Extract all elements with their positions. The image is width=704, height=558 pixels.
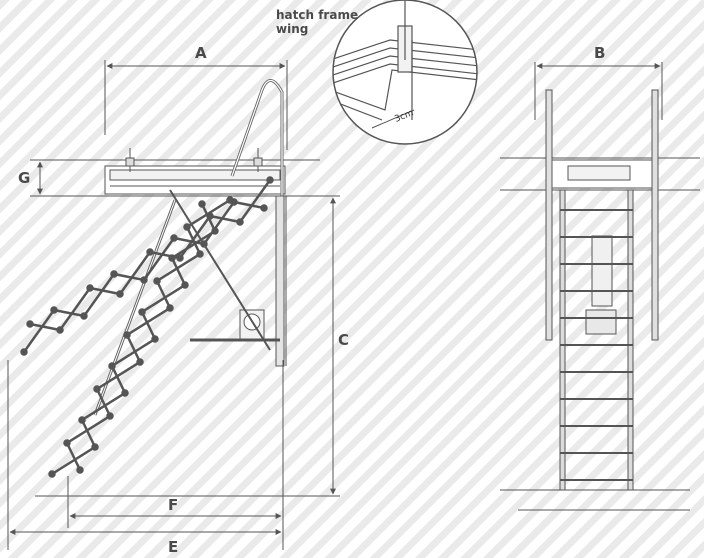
scissor-pivot [86, 284, 94, 292]
callout-label-line1: hatch frame [276, 8, 358, 22]
dim-label-a: A [195, 44, 207, 62]
dim-label-b: B [594, 44, 605, 62]
scissor-pivot [93, 385, 101, 393]
scissor-pivot [20, 348, 28, 356]
scissor-pivot [176, 254, 184, 262]
hatch-frame-detail: 3cm [332, 0, 478, 145]
scissor-pivot [183, 223, 191, 231]
front-dimensions [534, 62, 663, 120]
scissor-pivot [153, 277, 161, 285]
scissor-pivot [123, 331, 131, 339]
scissor-pivot [168, 254, 176, 262]
scissor-pivot [56, 326, 64, 334]
scissor-pivot [196, 250, 204, 258]
side-dimensions [7, 60, 340, 550]
scissor-pivot [170, 234, 178, 242]
dim-label-e: E [168, 538, 178, 556]
scissor-pivot [91, 443, 99, 451]
scissor-pivot [181, 281, 189, 289]
front-view [500, 89, 700, 511]
scissor-pivot [116, 290, 124, 298]
scissor-pivot [151, 335, 159, 343]
scissor-pivot [136, 358, 144, 366]
side-view [70, 79, 320, 416]
scissor-pivot [80, 312, 88, 320]
scissor-pivot [140, 276, 148, 284]
dim-label-g: G [18, 169, 30, 187]
scissor-pivot [50, 306, 58, 314]
scissor-pivot [108, 362, 116, 370]
callout-label-line2: wing [276, 22, 308, 36]
scissor-pivot [211, 227, 219, 235]
scissor-pivot [226, 196, 234, 204]
dim-label-c: C [338, 331, 349, 349]
scissor-pivot [146, 248, 154, 256]
scissor-pivot [63, 439, 71, 447]
scissor-pivot [110, 270, 118, 278]
scissor-pivot [166, 304, 174, 312]
scissor-ladder-upper [20, 176, 274, 356]
scissor-pivot [138, 308, 146, 316]
scissor-pivot [198, 200, 206, 208]
front-ladder-rungs [560, 209, 633, 481]
scissor-pivot [78, 416, 86, 424]
scissor-pivot [48, 470, 56, 478]
scissor-pivot [266, 176, 274, 184]
scissor-pivot [236, 218, 244, 226]
scissor-pivot [260, 204, 268, 212]
scissor-pivot [200, 240, 208, 248]
scissor-pivot [121, 389, 129, 397]
scissor-pivot [26, 320, 34, 328]
dim-label-f: F [168, 496, 178, 514]
scissor-pivot [106, 412, 114, 420]
scissor-ladder-lower [48, 196, 234, 478]
scissor-pivot [76, 466, 84, 474]
